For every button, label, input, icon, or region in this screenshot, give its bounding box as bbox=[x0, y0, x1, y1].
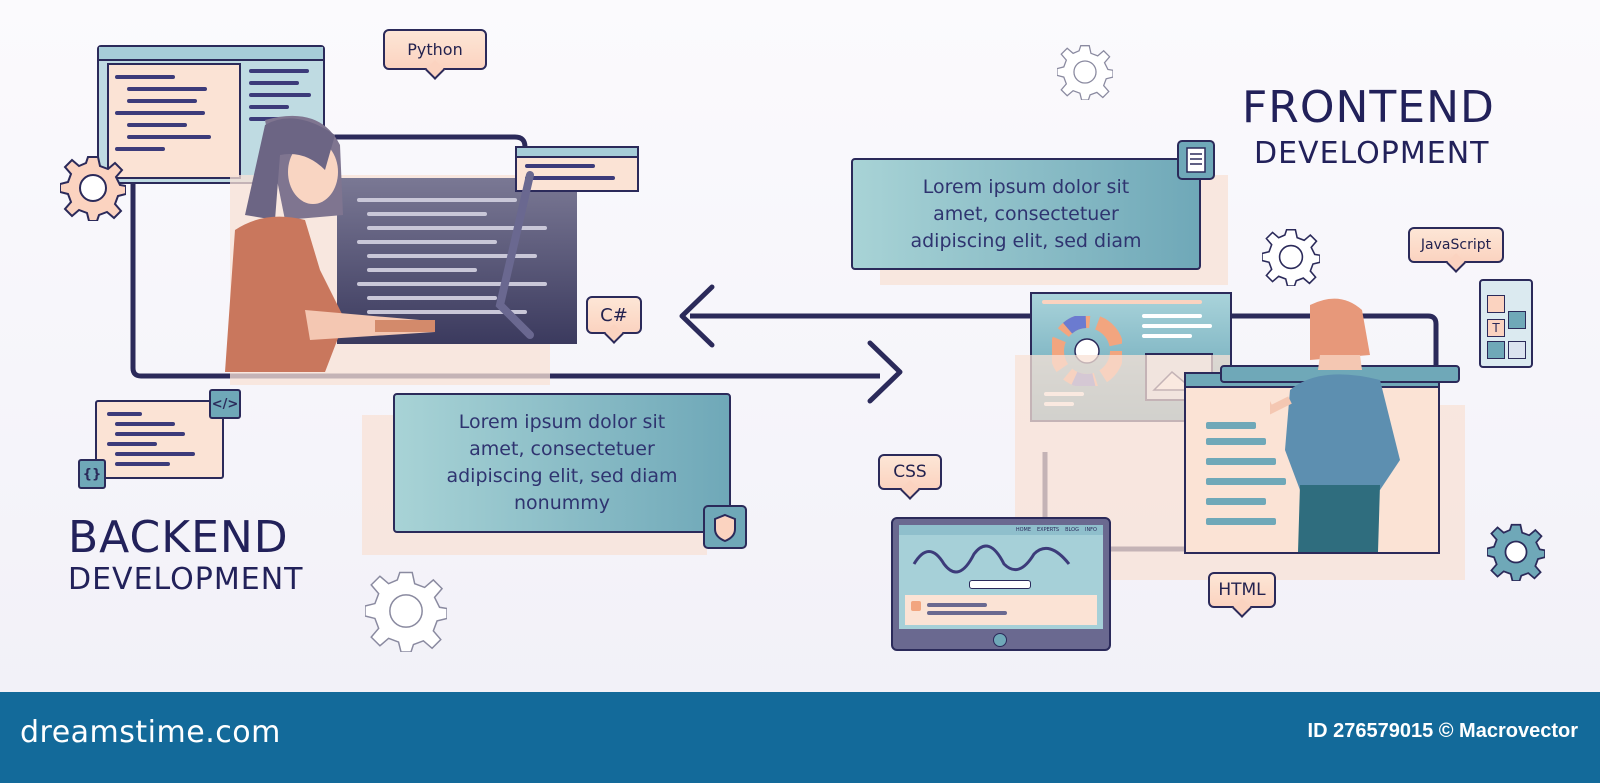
code-tag-icon: </> bbox=[209, 389, 241, 419]
tablet-nav-blog[interactable]: BLOG bbox=[1065, 527, 1079, 533]
braces-icon: {} bbox=[78, 459, 106, 489]
frontend-title: FRONTEND bbox=[1242, 82, 1495, 133]
gear-icon bbox=[1057, 45, 1113, 100]
python-tag: Python bbox=[383, 29, 487, 70]
footer-id: ID 276579015 © Macrovector bbox=[1307, 720, 1578, 742]
text-box-top: Lorem ipsum dolor sit amet, consectetuer… bbox=[851, 158, 1201, 270]
gear-icon bbox=[365, 571, 447, 652]
footer-bar: dreamstime.com ID 276579015 © Macrovecto… bbox=[0, 692, 1600, 783]
backend-title: BACKEND bbox=[68, 512, 289, 563]
backend-developer-illustration bbox=[225, 115, 435, 372]
tablet-home-button[interactable] bbox=[993, 633, 1007, 647]
csharp-tag: C# bbox=[586, 296, 642, 334]
frontend-subtitle: DEVELOPMENT bbox=[1254, 136, 1490, 171]
gear-icon bbox=[1487, 523, 1545, 581]
css-tag: CSS bbox=[878, 454, 942, 490]
tablet-device: HOME EXPERTS BLOG INFO bbox=[891, 517, 1111, 651]
frontend-developer-illustration bbox=[1270, 298, 1400, 552]
monitor-stand bbox=[495, 171, 534, 339]
html-tag: HTML bbox=[1208, 572, 1276, 608]
tablet-search-bar[interactable] bbox=[969, 580, 1031, 589]
footer-logo[interactable]: dreamstime.com bbox=[20, 715, 281, 750]
backend-subtitle: DEVELOPMENT bbox=[68, 562, 304, 597]
shield-icon bbox=[703, 505, 747, 549]
arrow-right-icon bbox=[867, 340, 903, 404]
small-code-window bbox=[515, 146, 639, 192]
tablet-screen: HOME EXPERTS BLOG INFO bbox=[899, 525, 1103, 629]
javascript-tag: JavaScript bbox=[1408, 227, 1504, 263]
tool-palette: T bbox=[1479, 279, 1533, 368]
document-icon bbox=[1177, 140, 1215, 180]
tablet-nav-home[interactable]: HOME bbox=[1015, 527, 1031, 533]
gear-icon bbox=[1262, 228, 1320, 286]
text-box-bottom: Lorem ipsum dolor sit amet, consectetuer… bbox=[393, 393, 731, 533]
tablet-nav-experts[interactable]: EXPERTS bbox=[1037, 527, 1060, 533]
code-window bbox=[97, 45, 325, 184]
infographic-canvas: Python C# </> {} BACKEND DEVELOPMENT bbox=[0, 0, 1600, 692]
gear-icon bbox=[60, 156, 126, 221]
arrow-left-icon bbox=[679, 284, 715, 348]
tablet-nav-info[interactable]: INFO bbox=[1084, 527, 1097, 533]
code-card bbox=[95, 400, 224, 479]
